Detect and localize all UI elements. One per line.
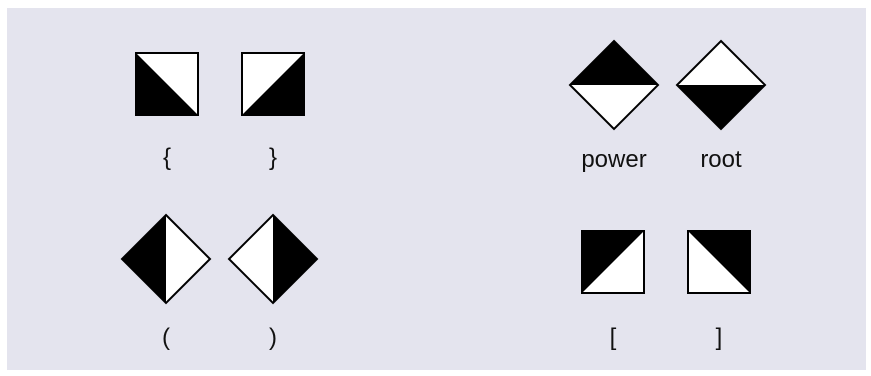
power-symbol [568,39,660,131]
brace-open-label: { [162,144,171,171]
paren-open-symbol [120,213,212,305]
paren-close-symbol [227,213,319,305]
bracket-close-symbol [687,230,751,294]
power-label: power [581,146,647,173]
brace-open-symbol [135,52,199,116]
root-label: root [700,146,742,173]
paren-open-label: ( [162,324,170,351]
bracket-close-label: ] [715,324,723,351]
diagram-canvas: { } ( ) power root [ ] [7,8,866,370]
brace-close-label: } [268,144,277,171]
bracket-open-label: [ [609,324,617,351]
brace-close-symbol [241,52,305,116]
paren-close-label: ) [269,324,277,351]
bracket-open-symbol [581,230,645,294]
root-symbol [675,39,767,131]
